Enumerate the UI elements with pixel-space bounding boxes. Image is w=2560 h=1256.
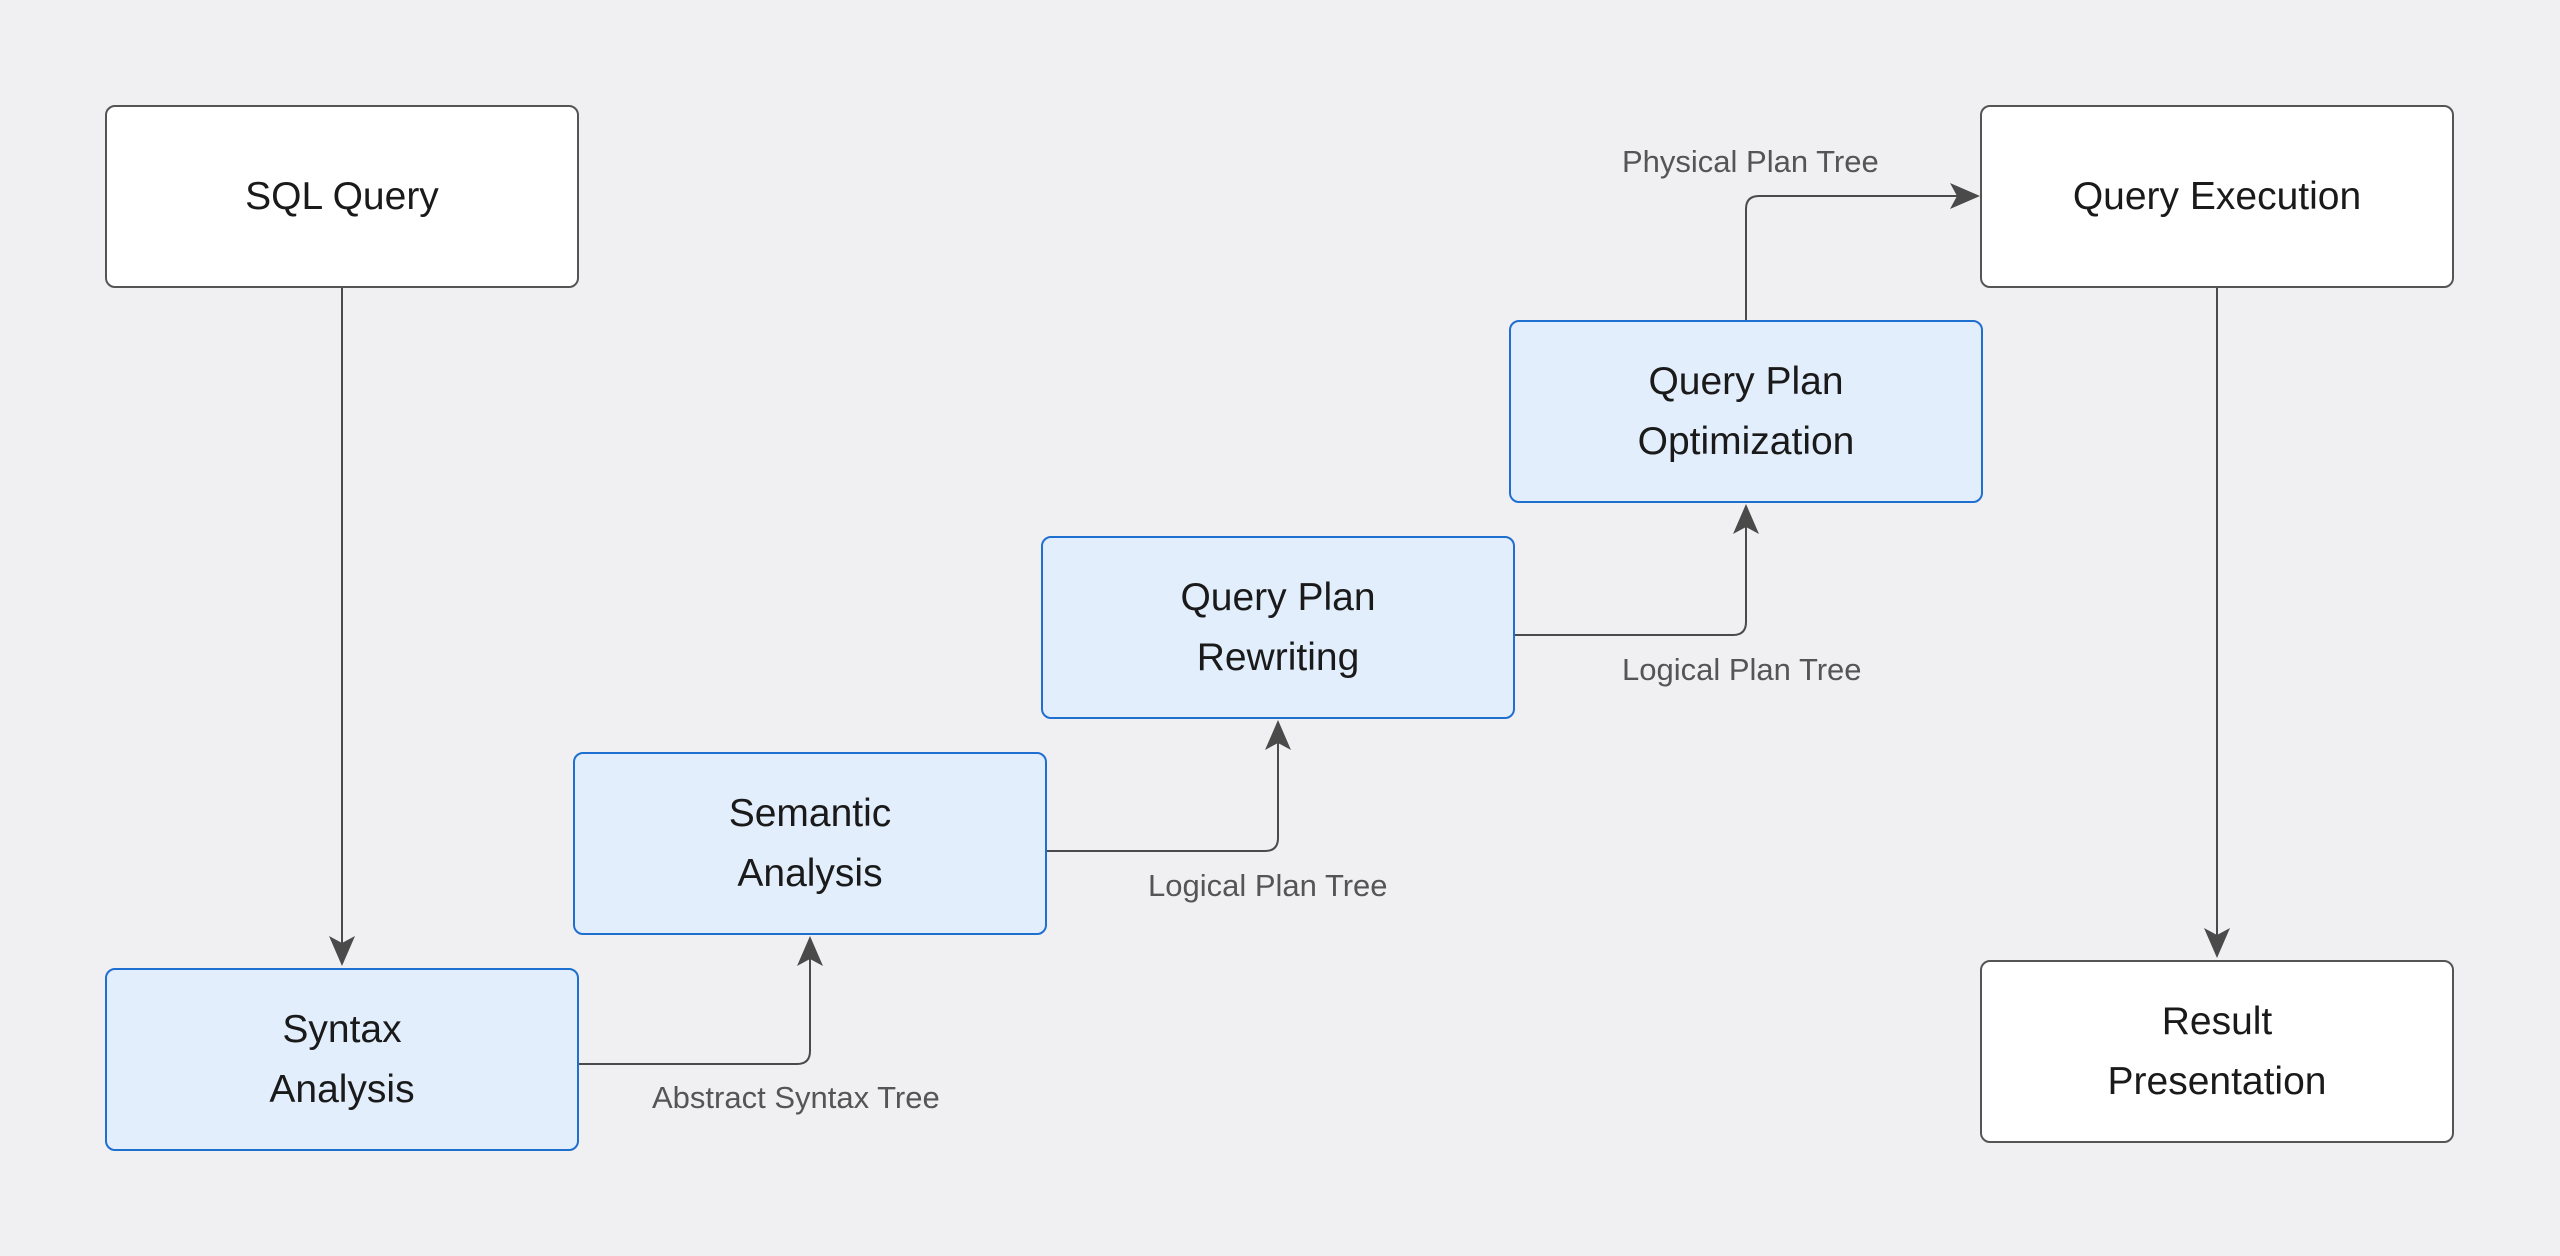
arrowhead-rewriting <box>1265 720 1291 750</box>
node-semantic-analysis-label: Semantic Analysis <box>728 791 892 895</box>
node-syntax-analysis: Syntax Analysis <box>105 968 579 1151</box>
edge-label-logical-plan-tree-2: Logical Plan Tree <box>1622 652 1862 687</box>
arrowhead-result <box>2204 928 2230 958</box>
node-sql-query-label: SQL Query <box>245 174 439 218</box>
arrowhead-semantic <box>797 936 823 966</box>
edge-label-physical-plan-tree: Physical Plan Tree <box>1622 144 1879 179</box>
node-query-execution-label: Query Execution <box>2072 174 2362 218</box>
arrowhead-syntax <box>329 936 355 966</box>
node-query-execution: Query Execution <box>1980 105 2454 288</box>
node-syntax-analysis-label: Syntax Analysis <box>269 1007 415 1111</box>
edge-label-logical-plan-tree-1: Logical Plan Tree <box>1148 868 1388 903</box>
node-result-presentation: Result Presentation <box>1980 960 2454 1143</box>
node-result-presentation-label: Result Presentation <box>2107 999 2327 1103</box>
arrow-syntax-to-semantic <box>579 944 811 1065</box>
node-query-plan-optimization: Query Plan Optimization <box>1509 320 1983 503</box>
arrow-optimization-to-execution <box>1745 195 1968 320</box>
arrow-rewriting-to-optimization <box>1515 512 1747 636</box>
node-sql-query: SQL Query <box>105 105 579 288</box>
arrow-semantic-to-rewriting <box>1047 728 1279 852</box>
node-query-plan-optimization-label: Query Plan Optimization <box>1637 359 1855 463</box>
arrowhead-optimization <box>1733 504 1759 534</box>
node-semantic-analysis: Semantic Analysis <box>573 752 1047 935</box>
edge-label-abstract-syntax-tree: Abstract Syntax Tree <box>652 1080 940 1115</box>
node-query-plan-rewriting: Query Plan Rewriting <box>1041 536 1515 719</box>
arrowhead-execution <box>1950 183 1980 209</box>
node-query-plan-rewriting-label: Query Plan Rewriting <box>1180 575 1376 679</box>
